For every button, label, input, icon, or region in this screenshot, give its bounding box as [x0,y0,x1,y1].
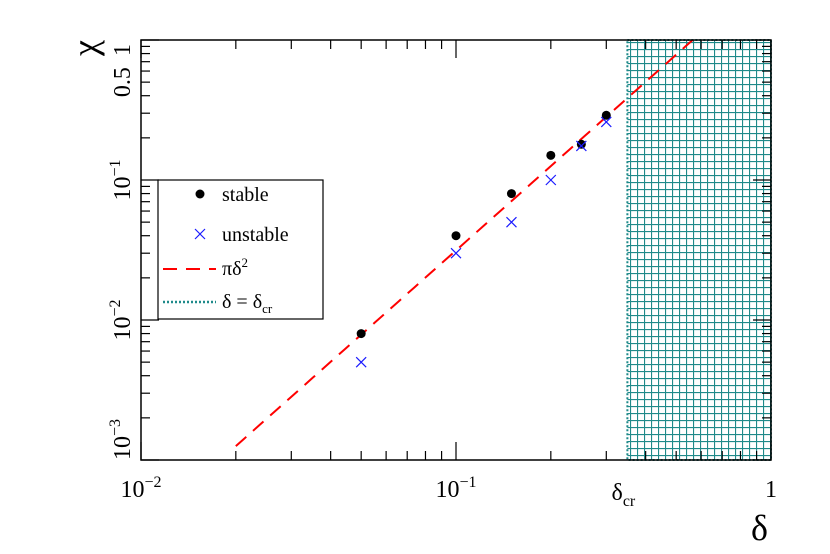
unstable-point [450,247,462,259]
legend-box [157,179,324,320]
x-tick-label: 1 [765,477,777,503]
stable-point [546,150,556,160]
x-axis-title: δ [751,508,768,548]
stable-point [451,231,461,241]
x-tick-label: 10−1 [435,474,476,503]
legend: stable unstable πδ2 δ = δcr [157,179,324,320]
y-axis: 10−3 10−2 10−1 0.5 1χ [65,39,771,461]
x-critical-label: δcr [612,480,636,510]
stable-point [356,329,366,339]
stable-point [576,139,586,149]
unstable-point [575,140,587,152]
y-tick-label: 0.5 [110,67,136,97]
legend-label-curve: πδ2 [222,255,248,280]
theory-curve [235,40,695,447]
plot-area [140,39,772,461]
x-axis: 10−2 10−1 1 δcr δ [120,40,777,548]
y-tick-label: 1 [110,44,136,56]
unstable-point [355,356,367,368]
y-tick-label: 10−3 [107,419,136,460]
y-axis-title: χ [65,40,105,57]
legend-label-stable: stable [222,184,269,206]
y-tick-label: 10−1 [107,159,136,200]
legend-unstable-marker [194,228,206,240]
x-tick-label: 10−2 [120,474,161,503]
unstable-point [600,116,612,128]
legend-stable-marker [195,189,205,199]
stable-point [601,110,611,120]
unstable-point [506,216,517,228]
unstable-point [545,174,557,186]
legend-label-unstable: unstable [222,224,289,246]
legend-label-region: δ = δcr [222,291,273,316]
stable-point [506,189,516,199]
critical-region [626,39,772,461]
y-tick-label: 10−2 [107,299,136,340]
